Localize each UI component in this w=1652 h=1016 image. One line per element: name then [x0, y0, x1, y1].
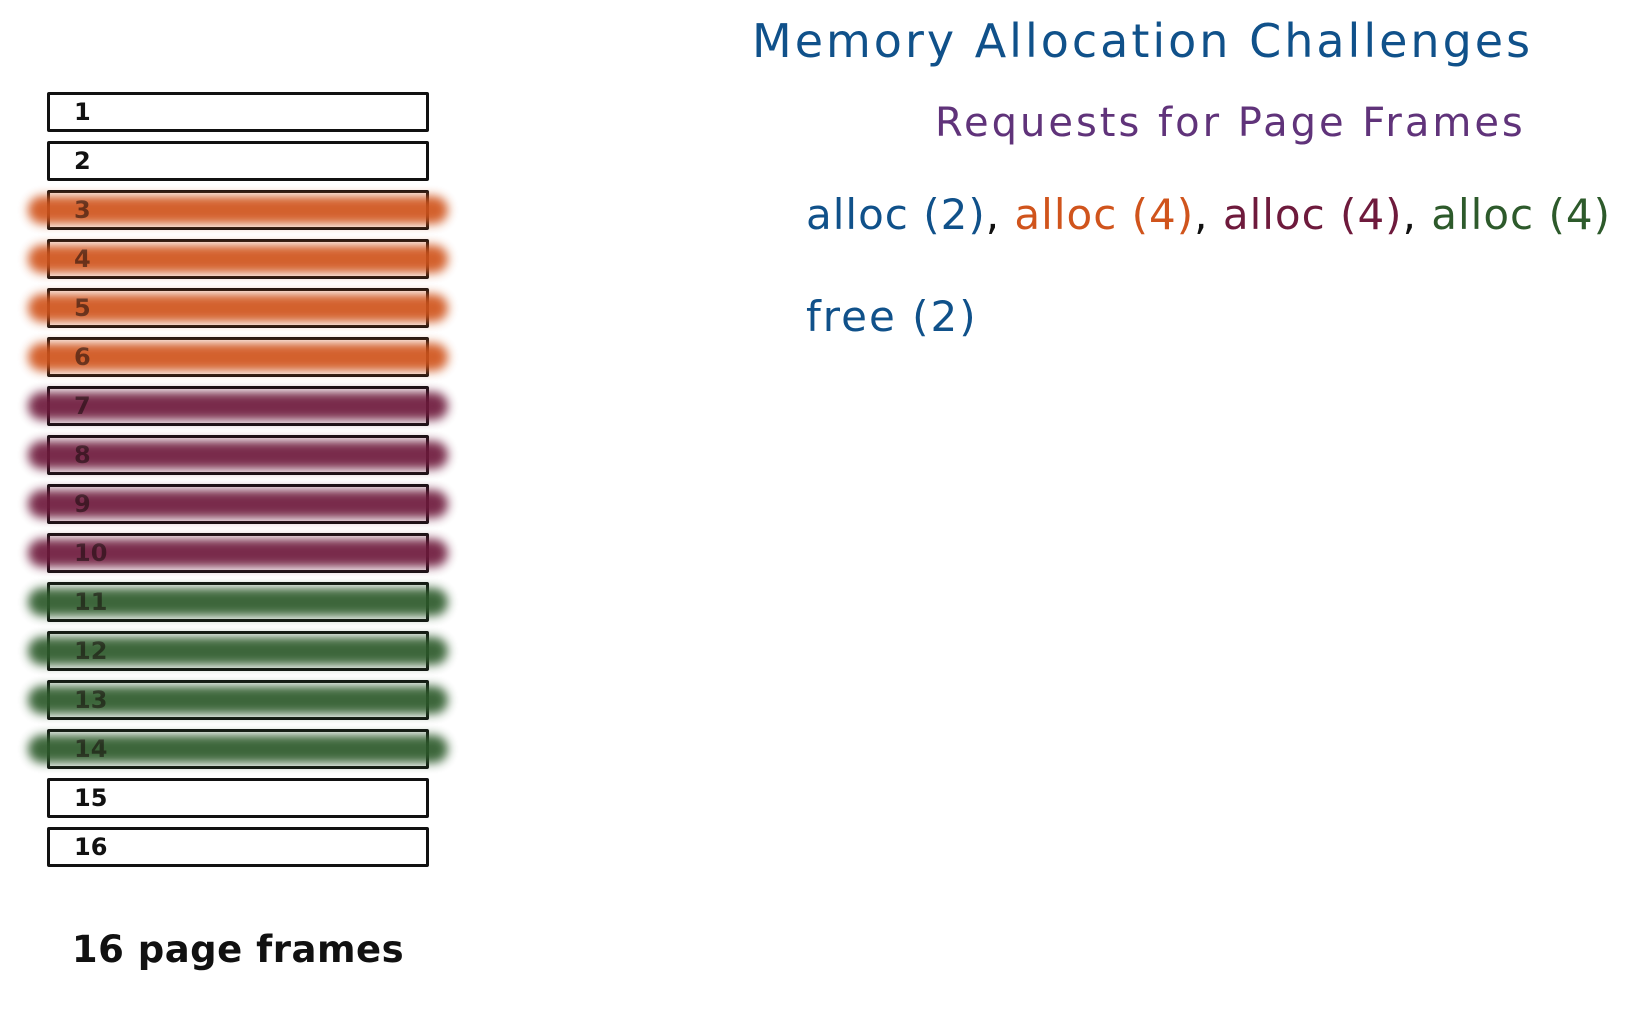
page-frame: 9 — [28, 484, 448, 524]
page-frame-number: 16 — [74, 833, 108, 861]
request-alloc-4: alloc (4) — [1431, 190, 1611, 239]
request-alloc-1: alloc (2) — [806, 190, 986, 239]
allocation-highlight — [28, 539, 448, 567]
page-frame-number: 6 — [74, 343, 91, 371]
page-frame: 11 — [28, 582, 448, 622]
page-frame: 5 — [28, 288, 448, 328]
page-frame-number: 12 — [74, 637, 108, 665]
page-frame-number: 8 — [74, 441, 91, 469]
page-frame-number: 7 — [74, 392, 91, 420]
allocation-highlight — [28, 294, 448, 322]
frames-caption: 16 page frames — [71, 928, 405, 971]
page-frame: 8 — [28, 435, 448, 475]
separator-comma: , — [985, 190, 1015, 239]
page-frame-number: 3 — [74, 196, 91, 224]
page-frame: 7 — [28, 386, 448, 426]
page-frame-number: 5 — [74, 294, 91, 322]
page-frame-number: 11 — [74, 588, 108, 616]
page-frame: 15 — [47, 778, 429, 818]
page-frame: 6 — [28, 337, 448, 377]
page-frame-number: 13 — [74, 686, 108, 714]
request-free: free (2) — [806, 292, 978, 341]
page-frame: 1 — [47, 92, 429, 132]
diagram-subtitle: Requests for Page Frames — [935, 100, 1526, 146]
allocation-highlight — [28, 245, 448, 273]
page-frame: 2 — [47, 141, 429, 181]
page-frame-number: 1 — [74, 98, 91, 126]
page-frame-number: 9 — [74, 490, 91, 518]
page-frame-number: 15 — [74, 784, 108, 812]
allocation-highlight — [28, 686, 448, 714]
allocation-highlight — [28, 196, 448, 224]
page-frame: 4 — [28, 239, 448, 279]
page-frame: 3 — [28, 190, 448, 230]
allocation-highlight — [28, 735, 448, 763]
allocation-highlight — [28, 441, 448, 469]
page-frame: 16 — [47, 827, 429, 867]
page-frame-number: 4 — [74, 245, 91, 273]
allocation-highlight — [28, 588, 448, 616]
diagram-title: Memory Allocation Challenges — [752, 14, 1534, 68]
separator-comma: , — [1194, 190, 1223, 239]
request-alloc-2: alloc (4) — [1014, 190, 1195, 239]
page-frame: 10 — [28, 533, 448, 573]
request-sequence: alloc (2), alloc (4), alloc (4), alloc (… — [806, 190, 1611, 239]
request-alloc-3: alloc (4) — [1222, 190, 1403, 239]
allocation-highlight — [28, 637, 448, 665]
page-frame-number: 2 — [74, 147, 91, 175]
allocation-highlight — [28, 392, 448, 420]
separator-comma: , — [1402, 190, 1432, 239]
page-frame-number: 14 — [74, 735, 108, 763]
page-frame: 12 — [28, 631, 448, 671]
allocation-highlight — [28, 343, 448, 371]
page-frame: 13 — [28, 680, 448, 720]
page-frame-number: 10 — [74, 539, 108, 567]
allocation-highlight — [28, 490, 448, 518]
page-frame: 14 — [28, 729, 448, 769]
